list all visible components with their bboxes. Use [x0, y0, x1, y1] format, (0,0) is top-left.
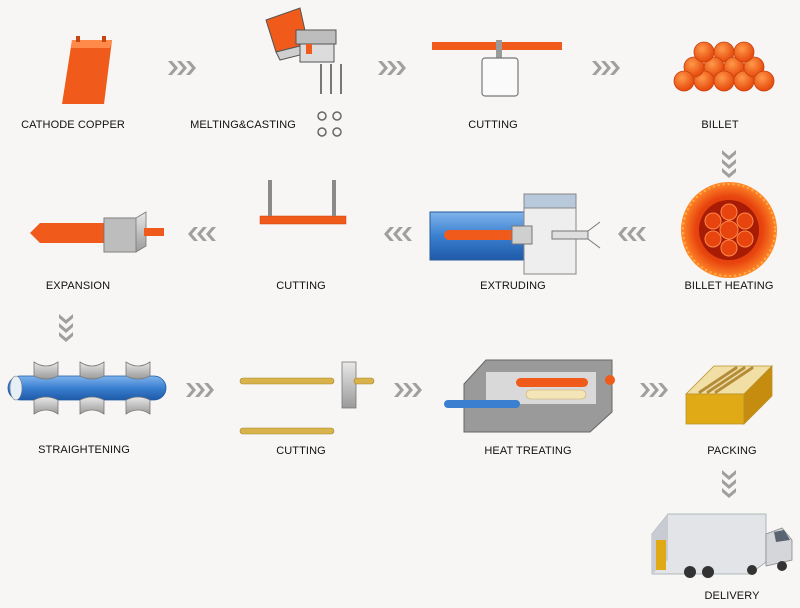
chevron-down-icon — [722, 150, 736, 178]
step-label-extruding: EXTRUDING — [480, 280, 546, 292]
step-label-cutting-1: CUTTING — [468, 119, 518, 131]
step-label-straightening: STRAIGHTENING — [38, 444, 130, 456]
straightening-icon — [7, 361, 167, 415]
chevron-right-icon — [186, 383, 214, 397]
chevron-down-icon — [722, 470, 736, 498]
step-label-billet: BILLET — [701, 119, 739, 131]
chevron-right-icon — [394, 383, 422, 397]
cutting-tube-icon — [239, 361, 375, 435]
chevron-right-icon — [168, 61, 196, 75]
chevron-left-icon — [188, 227, 216, 241]
chevron-right-icon — [592, 61, 620, 75]
step-label-heat-treating: HEAT TREATING — [484, 445, 572, 457]
expansion-icon — [30, 211, 164, 253]
chevron-left-icon — [618, 227, 646, 241]
billet-heating-icon — [681, 182, 777, 278]
chevron-right-icon — [378, 61, 406, 75]
chevron-down-icon — [59, 314, 73, 342]
step-label-cathode-copper: CATHODE COPPER — [21, 119, 125, 131]
step-label-cutting-3: CUTTING — [276, 445, 326, 457]
melting-casting-icon — [265, 7, 342, 137]
step-label-expansion: EXPANSION — [45, 280, 111, 292]
cutting-saw-icon — [432, 40, 562, 97]
chevron-left-icon — [384, 227, 412, 241]
chevron-right-icon — [640, 383, 668, 397]
step-label-delivery: DELIVERY — [704, 590, 760, 602]
delivery-truck-icon — [651, 513, 793, 578]
step-label-cutting-2: CUTTING — [276, 280, 326, 292]
heat-treating-furnace-icon — [444, 359, 615, 433]
step-label-melting-casting: MELTING&CASTING — [190, 119, 296, 131]
cathode-copper-icon — [62, 36, 112, 104]
step-label-packing: PACKING — [707, 445, 757, 457]
cutting-blade-icon — [259, 180, 347, 225]
billet-stack-icon — [673, 41, 775, 92]
step-label-billet-heating: BILLET HEATING — [684, 280, 774, 292]
packing-box-icon — [685, 365, 773, 425]
extruder-icon — [429, 193, 601, 275]
